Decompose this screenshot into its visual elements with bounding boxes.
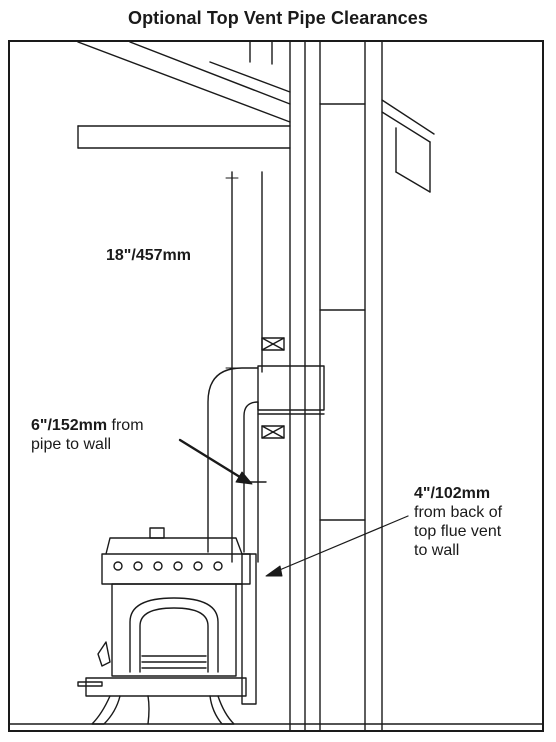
- diagram-title: Optional Top Vent Pipe Clearances: [127, 8, 429, 28]
- installation-drawing: [10, 42, 542, 730]
- wall-thimble: [257, 337, 325, 439]
- pipe-to-wall-text-2: pipe to wall: [31, 436, 112, 453]
- pipe-to-wall-text-1: from: [107, 417, 144, 434]
- outside-eave: [381, 99, 435, 193]
- flue-to-wall-value: 4"/102mm: [414, 485, 491, 502]
- pipe-to-wall-label: 6"/152mm from pipe to wall: [31, 416, 144, 454]
- vertical-dimension-line: [225, 177, 239, 369]
- arrow-icon: [178, 438, 409, 577]
- wall-structure: [289, 42, 383, 730]
- vertical-clearance-label: 18"/457mm: [106, 247, 191, 264]
- flue-to-wall-label: 4"/102mm from back of top flue vent to w…: [414, 484, 502, 560]
- flue-to-wall-text-3: to wall: [414, 542, 460, 559]
- flue-to-wall-text-1: from back of: [414, 504, 503, 521]
- diagram-frame: 18"/457mm 6"/152mm from pipe to wall 4"/…: [8, 40, 544, 732]
- flue-to-wall-text-2: top flue vent: [414, 523, 502, 540]
- wood-stove-icon: [77, 527, 257, 725]
- vent-pipe: [207, 367, 267, 563]
- pipe-to-wall-value: 6"/152mm: [31, 417, 108, 434]
- ceiling-structure: [77, 42, 291, 149]
